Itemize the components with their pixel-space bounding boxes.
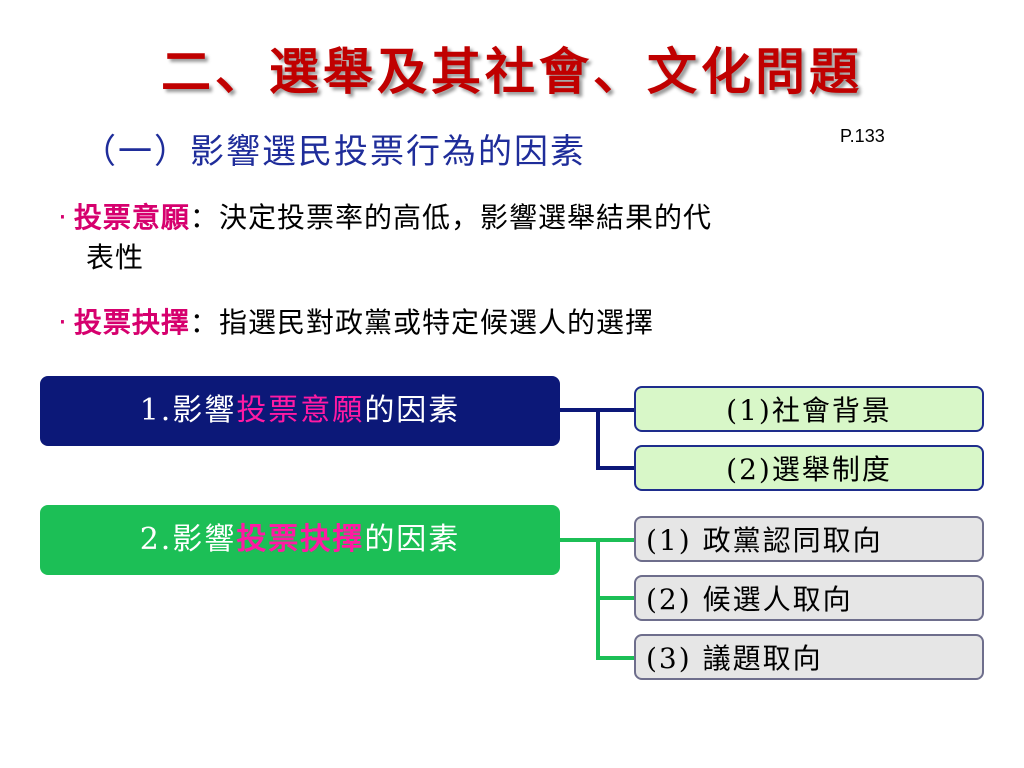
connector-line <box>596 656 636 660</box>
factor-suffix: 的因素 <box>364 393 461 428</box>
bullet-text-continued: 表性 <box>86 241 145 274</box>
bullet-marker: ‧ <box>58 306 68 339</box>
bullet-separator: ： <box>189 201 219 234</box>
bullet-text: 指選民對政黨或特定候選人的選擇 <box>218 306 654 339</box>
bullet-separator: ： <box>189 306 219 339</box>
bullet-voting-willingness: ‧投票意願：決定投票率的高低，影響選舉結果的代 表性 <box>58 198 978 278</box>
subfactor-candidate: (2) 候選人取向 <box>634 575 984 621</box>
factor-highlight: 投票意願 <box>236 393 365 428</box>
bullet-marker: ‧ <box>58 201 68 234</box>
page-reference: P.133 <box>840 126 885 146</box>
factor-box-voting-choice: 2.影響投票抉擇的因素 <box>40 505 560 575</box>
bullet-text: 決定投票率的高低，影響選舉結果的代 <box>218 201 712 234</box>
factor-box-voting-willingness: 1.影響投票意願的因素 <box>40 376 560 446</box>
subfactor-issue: (3) 議題取向 <box>634 634 984 680</box>
subfactor-social-background: (1)社會背景 <box>634 386 984 432</box>
bullet-term: 投票意願 <box>73 201 190 234</box>
factor-prefix: 2.影響 <box>139 522 237 557</box>
factor-suffix: 的因素 <box>364 522 461 557</box>
slide-title: 二、選舉及其社會、文化問題 <box>161 42 863 101</box>
factor-prefix: 1.影響 <box>139 393 237 428</box>
connector-line <box>596 596 636 600</box>
bullet-term: 投票抉擇 <box>73 306 190 339</box>
section-subtitle: （一）影響選民投票行為的因素 <box>82 132 586 172</box>
subfactor-electoral-system: (2)選舉制度 <box>634 445 984 491</box>
factor-highlight: 投票抉擇 <box>236 522 365 557</box>
connector-line <box>596 466 636 470</box>
subfactor-party-identification: (1) 政黨認同取向 <box>634 516 984 562</box>
bullet-voting-choice: ‧投票抉擇：指選民對政黨或特定候選人的選擇 <box>58 303 978 343</box>
connector-line <box>596 408 600 470</box>
